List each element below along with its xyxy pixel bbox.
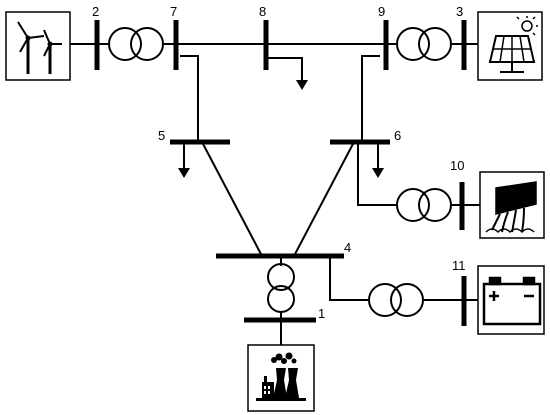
- line-5-4: [201, 141, 263, 257]
- bus-label: 11: [452, 258, 466, 273]
- bus-labels: 2 7 8 9 3 5 6 10 4 11 1: [92, 4, 466, 321]
- load-arrow-icon: [265, 44, 308, 90]
- line-4-t411: [329, 256, 368, 301]
- transformers: [108, 27, 452, 317]
- line-6-t610: [357, 142, 396, 206]
- load-arrow-icon: [178, 142, 190, 178]
- bus-label: 6: [394, 128, 401, 143]
- solar-panel-icon: [477, 11, 543, 81]
- bus-label: 4: [344, 240, 351, 255]
- transmission-lines: [70, 43, 480, 345]
- bus-label: 9: [378, 4, 385, 19]
- loads: [178, 44, 384, 178]
- line-9-6: [361, 55, 380, 142]
- bus-label: 7: [170, 4, 177, 19]
- transformer-6-10-icon: [396, 188, 452, 222]
- bus-label: 8: [259, 4, 266, 19]
- bus-label: 10: [450, 158, 464, 173]
- thermal-power-plant-icon: [247, 344, 315, 412]
- transformer-2-7-icon: [108, 27, 164, 61]
- battery-icon: [477, 265, 545, 335]
- bus-label: 2: [92, 4, 99, 19]
- bus-label: 5: [158, 128, 165, 143]
- bus-label: 1: [318, 306, 325, 321]
- line-7-5: [180, 55, 199, 142]
- load-arrow-icon: [372, 142, 384, 178]
- transformer-9-3-icon: [396, 27, 452, 61]
- transformer-4-11-icon: [368, 283, 424, 317]
- bus-label: 3: [456, 4, 463, 19]
- transformer-4-1-icon: [267, 263, 295, 313]
- bus-bars: [94, 20, 467, 326]
- wind-turbines-icon: [5, 11, 71, 81]
- line-6-4: [293, 141, 355, 257]
- hydro-dam-icon: [479, 171, 545, 239]
